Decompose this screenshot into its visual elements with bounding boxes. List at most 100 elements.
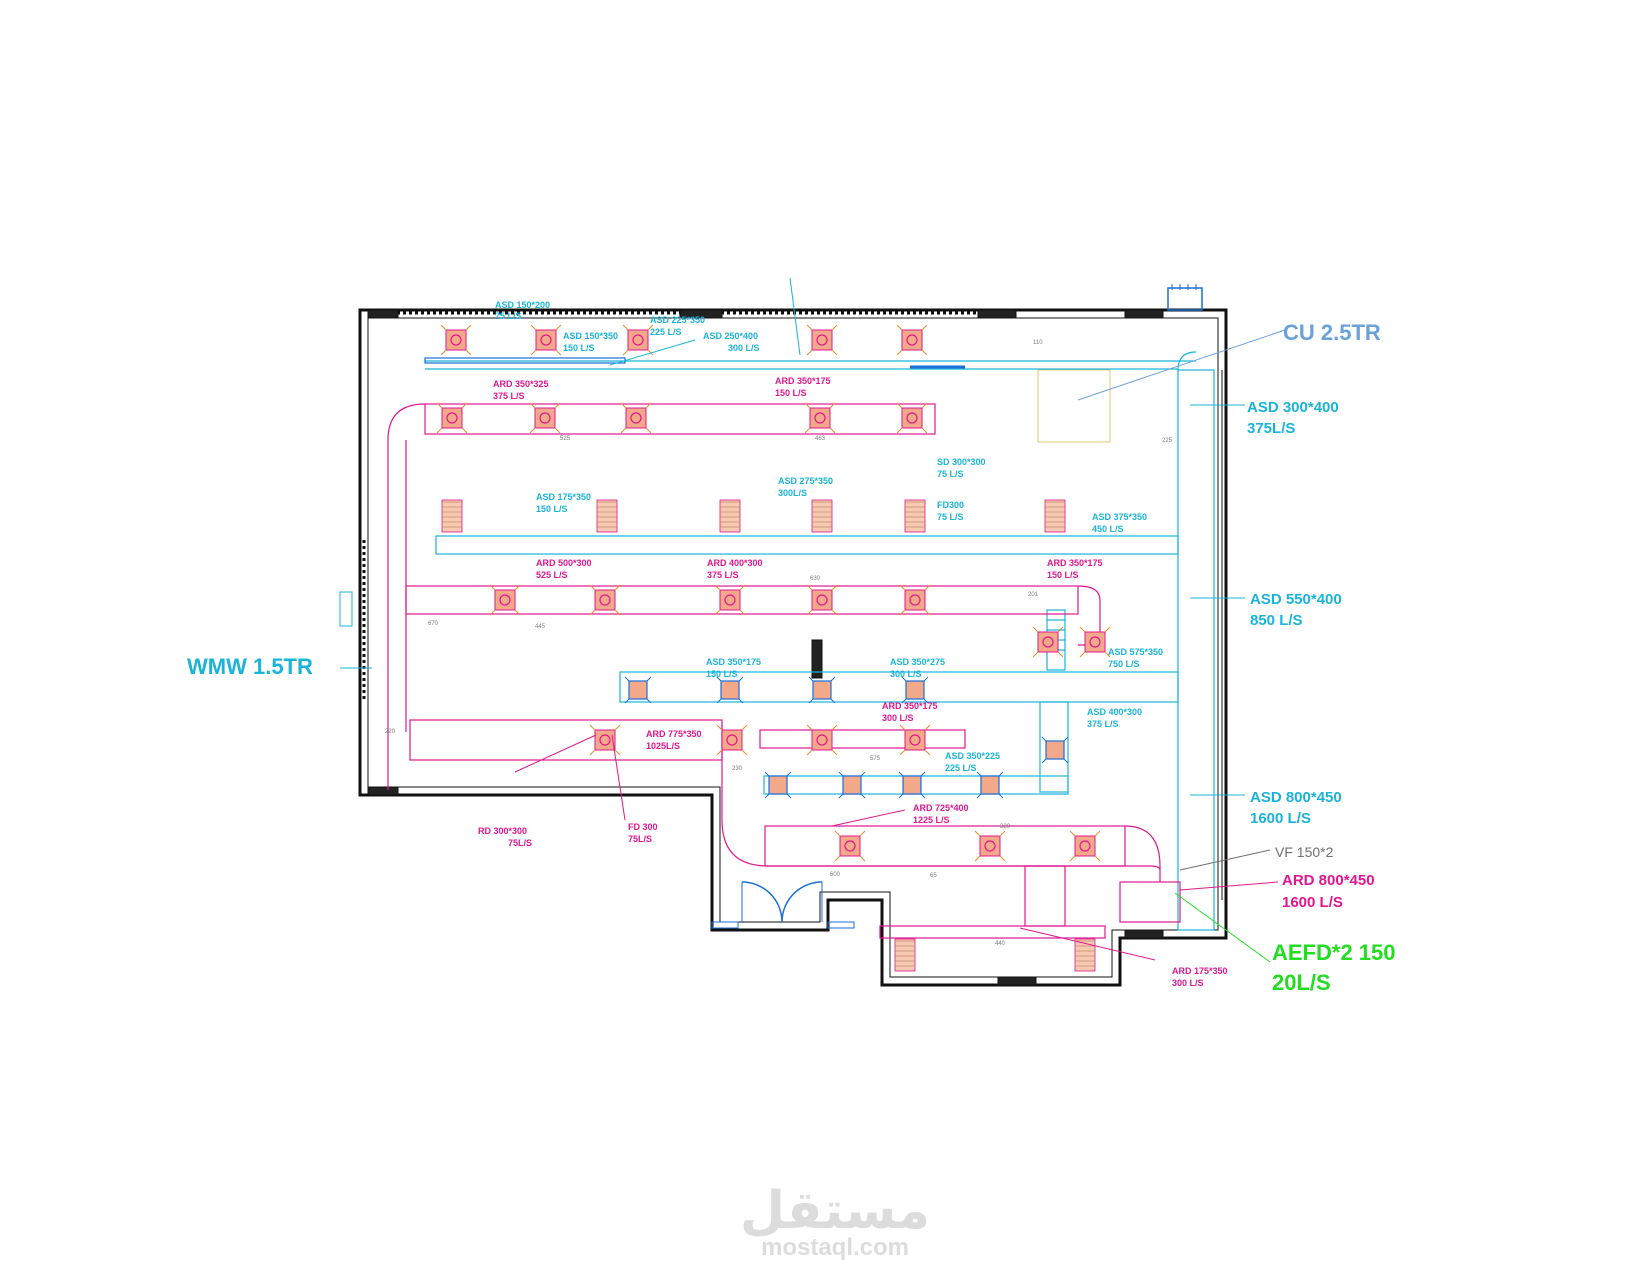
- return-grille-icon: [530, 324, 562, 356]
- asd-150-200-size: ASD 150*200: [495, 300, 550, 310]
- dim-note: 230: [732, 766, 743, 772]
- ard-775-350-flow: 1025L/S: [646, 741, 680, 751]
- asd-550-400-flow: 850 L/S: [1250, 612, 1303, 629]
- asd-575-350-flow: 750 L/S: [1108, 659, 1140, 669]
- return-grille-icon: [806, 584, 838, 616]
- asd-275-350-flow: 300L/S: [778, 488, 807, 498]
- asd-250-400-flow: 300 L/S: [728, 343, 760, 353]
- supply-diffuser-icon: [838, 771, 866, 799]
- return-grille-icon: [714, 584, 746, 616]
- asd-375-350-size: ASD 375*350: [1092, 512, 1147, 522]
- return-grille-icon: [896, 402, 928, 434]
- dim-note: 225: [1162, 438, 1173, 444]
- ard-350-175-mid-flow: 150 L/S: [1047, 570, 1079, 580]
- asd-375-350-flow: 450 L/S: [1092, 524, 1124, 534]
- building-walls: [339, 284, 1228, 987]
- return-grille-icon: [589, 724, 621, 756]
- return-duct-network: [387, 403, 1181, 939]
- asd-175-350-flow: 150 L/S: [536, 504, 568, 514]
- slot-diffuser-icon: [719, 499, 741, 533]
- asd-150-200-flow: 75 L/S: [495, 311, 522, 321]
- vf-label: VF 150*2: [1275, 844, 1334, 860]
- slot-diffuser-icon: [894, 938, 916, 972]
- dimension-notes: 525 463 670 445 630 201 575 230 225 220 …: [385, 340, 1173, 947]
- dim-note: 320: [1000, 824, 1011, 830]
- supply-diffuser-icon: [1041, 736, 1069, 764]
- slot-diffuser-icon: [1044, 499, 1066, 533]
- asd-225-350-size: ASD 225*350: [650, 315, 705, 325]
- asd-300-400-flow: 375L/S: [1247, 420, 1295, 437]
- aefd-flow: 20L/S: [1272, 970, 1331, 995]
- asd-150-350-flow: 150 L/S: [563, 343, 595, 353]
- asd-225-350-flow: 225 L/S: [650, 327, 682, 337]
- asd-350-275-size: ASD 350*275: [890, 657, 945, 667]
- supply-diffuser-icon: [808, 676, 836, 704]
- wmw-label: WMW 1.5TR: [187, 654, 313, 679]
- fd300-flow: 75 L/S: [937, 512, 964, 522]
- asd-800-450-size: ASD 800*450: [1250, 789, 1342, 806]
- cu-label: CU 2.5TR: [1283, 320, 1381, 345]
- ard-175-350-flow: 300 L/S: [1172, 978, 1204, 988]
- asd-575-350-size: ASD 575*350: [1108, 647, 1163, 657]
- dim-note: 670: [428, 621, 439, 627]
- return-grille-icon: [1069, 830, 1101, 862]
- return-grille-icon: [622, 324, 654, 356]
- ard-800-450-size: ARD 800*450: [1282, 872, 1375, 889]
- asd-800-450-flow: 1600 L/S: [1250, 810, 1311, 827]
- asd-250-400-size: ASD 250*400: [703, 331, 758, 341]
- supply-diffuser-icon: [624, 676, 652, 704]
- return-grille-icon: [620, 402, 652, 434]
- slot-diffuser-icon: [441, 499, 463, 533]
- return-grille-icon: [804, 402, 836, 434]
- sd-300-300-flow: 75 L/S: [937, 469, 964, 479]
- asd-350-175-size: ASD 350*175: [706, 657, 761, 667]
- diffuser-layer: [436, 324, 1111, 972]
- ard-775-350-size: ARD 775*350: [646, 729, 702, 739]
- watermark-latin: mostaql.com: [761, 1234, 909, 1261]
- dim-note: 463: [815, 436, 826, 442]
- asd-150-350-size: ASD 150*350: [563, 331, 618, 341]
- ard-350-175-low-size: ARD 350*175: [882, 701, 938, 711]
- return-grille-icon: [896, 324, 928, 356]
- ard-725-400-size: ARD 725*400: [913, 803, 969, 813]
- return-grille-icon: [899, 584, 931, 616]
- ard-350-175-top-size: ARD 350*175: [775, 376, 831, 386]
- return-grille-icon: [1079, 626, 1111, 658]
- supply-duct-network: [424, 351, 1215, 931]
- fd-300-flow: 75L/S: [628, 834, 652, 844]
- ard-400-300-flow: 375 L/S: [707, 570, 739, 580]
- return-grille-icon: [436, 402, 468, 434]
- ard-350-325-size: ARD 350*325: [493, 379, 549, 389]
- asd-350-225-size: ASD 350*225: [945, 751, 1000, 761]
- dim-note: 440: [995, 941, 1006, 947]
- aefd-size: AEFD*2 150: [1272, 940, 1396, 965]
- slot-diffuser-icon: [811, 499, 833, 533]
- rd-300-300-size: RD 300*300: [478, 826, 527, 836]
- dim-note: 575: [870, 756, 881, 762]
- watermark-arabic: مستقل: [740, 1181, 930, 1241]
- dim-note: 445: [535, 624, 546, 630]
- dim-note: 630: [810, 576, 821, 582]
- asd-275-350-size: ASD 275*350: [778, 476, 833, 486]
- supply-diffuser-icon: [898, 771, 926, 799]
- supply-diffuser-icon: [716, 676, 744, 704]
- return-grille-icon: [834, 830, 866, 862]
- ard-400-300-size: ARD 400*300: [707, 558, 763, 568]
- leader-lines: [340, 277, 1286, 963]
- return-grille-icon: [440, 324, 472, 356]
- dim-note: 220: [385, 729, 396, 735]
- supply-diffuser-icon: [764, 771, 792, 799]
- return-grille-icon: [899, 724, 931, 756]
- fd-300-size: FD 300: [628, 822, 658, 832]
- supply-diffuser-icon: [901, 676, 929, 704]
- ard-725-400-flow: 1225 L/S: [913, 815, 950, 825]
- slot-diffuser-icon: [1074, 938, 1096, 972]
- return-grille-icon: [716, 724, 748, 756]
- ard-350-325-flow: 375 L/S: [493, 391, 525, 401]
- return-grille-icon: [589, 584, 621, 616]
- ard-175-350-size: ARD 175*350: [1172, 966, 1228, 976]
- ard-350-175-low-flow: 300 L/S: [882, 713, 914, 723]
- asd-300-400-size: ASD 300*400: [1247, 399, 1339, 416]
- ard-500-300-flow: 525 L/S: [536, 570, 568, 580]
